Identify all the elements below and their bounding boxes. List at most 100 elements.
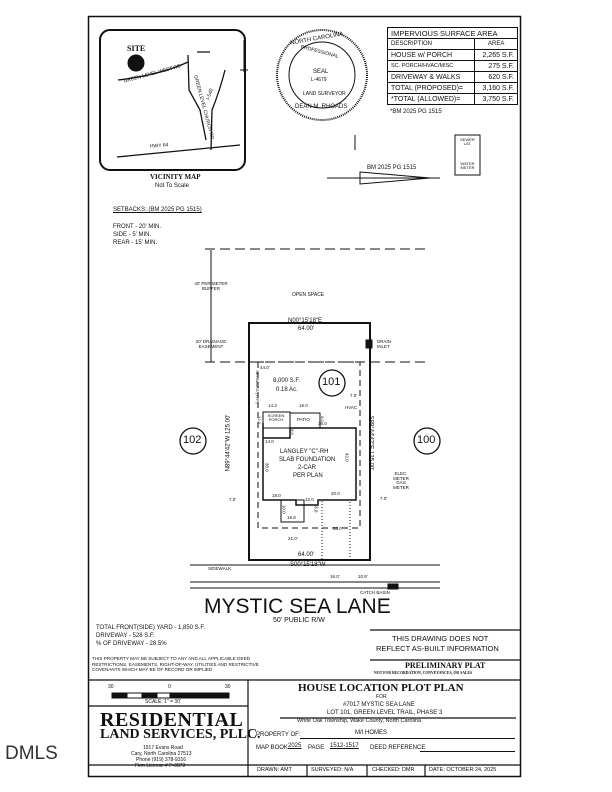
setback-item: REAR - 15' MIN. (113, 240, 158, 246)
dim: 10.9' (358, 574, 368, 579)
map-book: 2025 (288, 743, 302, 749)
cell: HOUSE w/ PORCH (386, 49, 476, 61)
site-sun-icon (127, 54, 145, 72)
setback-item: SIDE - 5' MIN. (113, 232, 152, 238)
dim: 16.0 (299, 403, 308, 408)
scale-bar (111, 692, 230, 699)
dim: 21.0' (288, 536, 298, 541)
checked-by: CHECKED: DMR (372, 767, 415, 773)
scale-tick: 0 (168, 684, 171, 690)
table-title: IMPERVIOUS SURFACE AREA (387, 27, 518, 39)
patio (289, 412, 321, 429)
dim: 18.0 (272, 493, 281, 498)
seal-text: DEAN M. RHOADS (295, 104, 348, 110)
house-label: 2-CAR (298, 465, 317, 471)
company-name: LAND SERVICES, PLLC. (100, 727, 261, 742)
front-distance: 64.00' (298, 552, 315, 558)
driveway (321, 499, 351, 561)
page-ref: 1512-1517 (330, 743, 359, 749)
vicinity-map-subtitle: Not To Scale (155, 183, 189, 189)
yard-line: % OF DRIVEWAY - 28.5% (96, 641, 167, 647)
deed-underline (420, 751, 515, 752)
street-name: MYSTIC SEA LANE (204, 595, 391, 618)
drain-inlet-icon (365, 339, 373, 349)
asbuilt-note: REFLECT AS-BUILT INFORMATION (376, 644, 499, 653)
property-underline (300, 738, 515, 739)
property-label: PROPERTY OF: (256, 732, 301, 738)
dim: 36.0 (318, 421, 327, 426)
catch-basin-label: CATCH BASIN (360, 590, 390, 595)
vicinity-map-title: VICINITY MAP (150, 173, 201, 181)
site-label: SITE (127, 44, 146, 53)
company-phone: Phone (919) 378-9316 (136, 757, 187, 763)
seal-text: SEAL (313, 69, 329, 75)
cell: *TOTAL (ALLOWED)= (386, 93, 476, 105)
rear-bearing: N00°15'18"E (288, 318, 323, 324)
seal-outer (276, 29, 368, 121)
rear-distance: 64.00' (298, 326, 315, 332)
stoop (280, 499, 305, 523)
front-bearing: S00°15'18"W (290, 562, 326, 568)
house-label: SLAB FOUNDATION (279, 457, 336, 463)
sidewalk-label: SIDEWALK (208, 566, 232, 571)
property-owner: M/I HOMES (355, 730, 388, 736)
buffer-label: 40' PERIMETER BUFFER (194, 281, 228, 291)
dim: 8.0 (289, 429, 295, 435)
dim: 16.0' (330, 574, 340, 579)
yard-line: DRIVEWAY - 528 S.F. (96, 633, 155, 639)
patio-label: PATIO (297, 417, 310, 422)
surveyed-by: SURVEYED: N/A (311, 767, 354, 773)
table-row: *TOTAL (ALLOWED)=3,750 S.F. (386, 93, 518, 105)
setbacks-typ: SETBACKS (TYP.) (254, 370, 260, 404)
dim: 20.0 (331, 491, 340, 496)
title-lot: LOT 101, GREEN LEVEL TRAIL, PHASE 3 (327, 710, 443, 716)
table-row: TOTAL (PROPOSED)=3,160 S.F. (386, 82, 518, 94)
title-address: #7017 MYSTIC SEA LANE (343, 702, 415, 708)
dim: 8.0 (313, 506, 319, 513)
drain-inlet-label: DRAIN INLET (377, 339, 392, 349)
cell: 275 S.F. (474, 60, 518, 72)
column-header: DESCRIPTION (386, 38, 476, 50)
north-arrow-icon (240, 40, 248, 72)
dim: 12.0 (305, 497, 314, 502)
hvac-label: HVAC (345, 405, 358, 410)
company-address: 1917 Evans Road (143, 745, 183, 751)
column-header: AREA (474, 38, 518, 50)
house-label: LANGLEY "C"-RH (280, 449, 329, 455)
preliminary-plat: PRELIMINARY PLAT (405, 661, 486, 670)
disclaimer: THIS PROPERTY MAY BE SUBJECT TO ANY AND … (92, 656, 259, 672)
dim: 33.0' (333, 526, 343, 531)
meters-label: ELEC. METER GAS METER (393, 471, 409, 490)
drawn-by: DRAWN: AMT (257, 767, 292, 773)
house-label: PER PLAN (293, 473, 323, 479)
north-arrow-plan-icon (327, 135, 440, 185)
preliminary-sub: NOT FOR RECORDATION, CONVEYANCES, OR SAL… (374, 671, 473, 675)
lot-area-sf: 8,000 S.F. (273, 378, 301, 384)
dim: 7.0' (380, 496, 388, 501)
page-label: PAGE (308, 745, 325, 751)
setbacks-title: SETBACKS: (BM 2025 PG 1515) (113, 207, 202, 213)
cell: 3,750 S.F. (474, 93, 518, 105)
lot-number-left: 102 (183, 434, 202, 446)
dim: 14.3 (268, 403, 277, 408)
stoop-depth-dim: 10.0 (281, 504, 287, 514)
open-space-label: OPEN SPACE (292, 292, 325, 298)
cell: TOTAL (PROPOSED)= (386, 82, 476, 94)
dim: 44.0' (260, 365, 270, 370)
title-township: White Oak Township, Wake County, North C… (297, 718, 422, 724)
cell: 2,265 S.F. (474, 49, 518, 61)
lot-area-ac: 0.18 Ac. (276, 387, 298, 393)
dim: 7.0' (229, 497, 237, 502)
dim: 38.0 (264, 462, 270, 472)
lot-number: 101 (322, 376, 341, 388)
cell: SC. PORCH/HVAC/MISC (386, 60, 476, 72)
dim: 18.8 (287, 515, 296, 520)
date: DATE: OCTOBER 24, 2025 (429, 767, 497, 773)
title-for: FOR (376, 694, 387, 700)
